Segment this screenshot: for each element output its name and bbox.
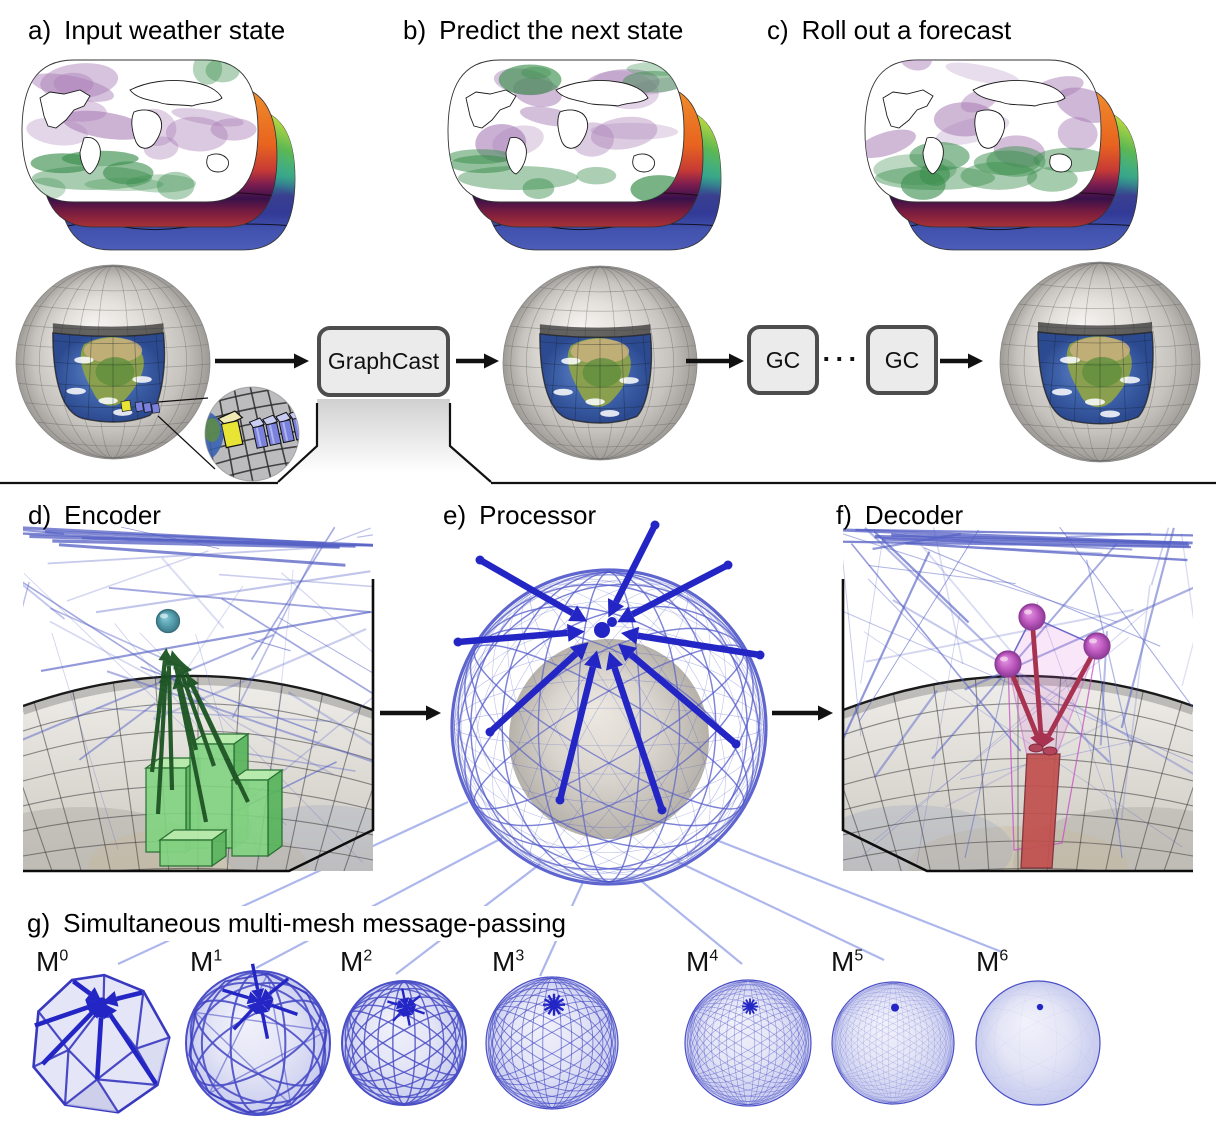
grid-cell-inset [204, 386, 300, 482]
multimesh-sphere-m0 [32, 973, 171, 1114]
panel-e-text: Processor [479, 500, 597, 530]
multimesh-sphere-m1 [185, 963, 331, 1116]
panel-e-title: e) Processor [443, 501, 596, 530]
surface-grid [843, 675, 1193, 871]
panel-f-text: Decoder [864, 500, 964, 530]
pipeline-arrows [215, 353, 983, 369]
panel-a-tag: a) [28, 15, 52, 45]
map-stack-input [21, 59, 296, 251]
panel-d-tag: d) [28, 500, 52, 530]
globe-input-state [15, 264, 300, 482]
multimesh-sphere-m2 [341, 980, 467, 1106]
gc-box-1: GC [747, 325, 819, 395]
multimesh-sphere-m3 [485, 976, 619, 1110]
processor-sphere [450, 520, 768, 886]
encoder-panel [23, 526, 375, 873]
mesh-label-5: M5 [831, 946, 864, 977]
multimesh-sphere-m4 [684, 979, 812, 1107]
encoder-overlay [143, 608, 285, 868]
decoder-panel [841, 526, 1193, 873]
panel-d-text: Encoder [64, 500, 161, 530]
rollout-ellipsis: ··· [822, 344, 862, 374]
multimesh-sphere-m6 [975, 980, 1101, 1106]
panel-b-text: Predict the next state [439, 15, 684, 45]
mesh-label-6: M6 [976, 946, 1009, 977]
weather-blobs [865, 60, 1101, 200]
mesh-label-0: M0 [36, 946, 69, 977]
map-stack-predicted [447, 59, 722, 251]
panel-d-title: d) Encoder [28, 501, 161, 530]
panel-arrows [380, 705, 833, 721]
gc-box-1-label: GC [765, 346, 801, 373]
panel-b-tag: b) [403, 15, 427, 45]
gc-box-2-label: GC [884, 346, 920, 373]
decoder-overlay [964, 603, 1123, 869]
panel-a-text: Input weather state [64, 15, 286, 45]
weather-blobs [25, 60, 257, 200]
globe-next-state [502, 265, 698, 461]
panel-e-tag: e) [443, 500, 467, 530]
earth-window [539, 333, 651, 424]
gc-box-2: GC [866, 325, 938, 395]
panel-f-title: f) Decoder [836, 501, 963, 530]
panel-c-text: Roll out a forecast [801, 15, 1012, 45]
mesh-label-4: M4 [686, 946, 719, 977]
panel-b-title: b) Predict the next state [403, 16, 683, 45]
section-funnel [0, 399, 1216, 485]
mesh-label-3: M3 [492, 946, 525, 977]
panel-f-tag: f) [836, 500, 852, 530]
mesh-label-2: M2 [340, 946, 373, 977]
overhead-mesh [843, 526, 1193, 865]
map-stack-forecast [864, 59, 1139, 251]
panel-g-tag: g) [27, 908, 51, 938]
panel-g-text: Simultaneous multi-mesh message-passing [63, 908, 567, 938]
highlight-cells [120, 400, 161, 414]
mesh-label-1: M1 [190, 946, 223, 977]
panel-a-title: a) Input weather state [28, 16, 285, 45]
panel-c-title: c) Roll out a forecast [767, 16, 1011, 45]
globe-forecast-state [999, 261, 1201, 463]
graphcast-box: GraphCast [317, 326, 450, 397]
multimesh-sphere-m5 [831, 981, 955, 1105]
panel-content [843, 526, 1193, 871]
graphcast-box-label: GraphCast [327, 348, 440, 374]
panel-c-tag: c) [767, 15, 789, 45]
weather-blobs [448, 61, 684, 202]
globe-grid [16, 265, 210, 459]
processor-arrows [453, 520, 765, 815]
earth-window [1038, 332, 1153, 424]
panel-g-title: g) Simultaneous multi-mesh message-passin… [27, 906, 577, 941]
